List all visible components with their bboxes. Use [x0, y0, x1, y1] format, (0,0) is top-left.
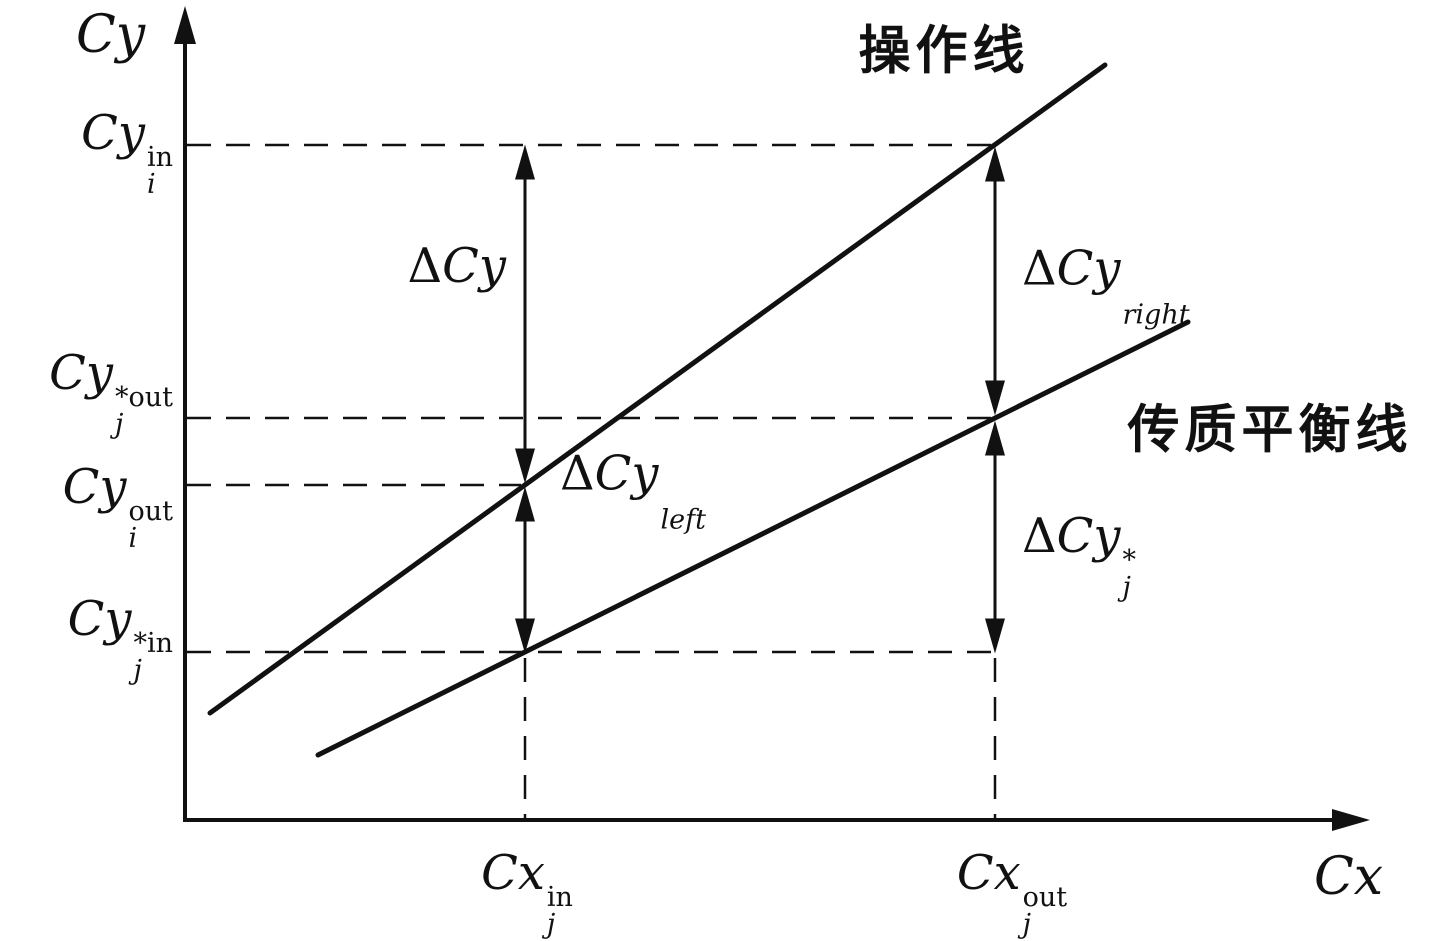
- xtick-cx-j-in-base: Cx: [481, 845, 545, 901]
- delta-cy-left-arrow-bottom-head-icon: [515, 618, 535, 654]
- ytick-cy-j-star-in-sub: j: [133, 655, 142, 686]
- operating-line-label: 操作线: [858, 21, 1030, 82]
- annotation-delta-cy-left-sub: left: [660, 504, 706, 536]
- annotation-delta-cy-j-star-scripts: *j: [1123, 547, 1137, 601]
- delta-cy-right-arrow-top-head-icon: [985, 146, 1005, 182]
- y-axis-arrowhead-icon: [174, 6, 196, 44]
- delta-cy-right-arrow-bottom-head-icon: [985, 380, 1005, 416]
- ytick-cy-j-star-in-sup: *in: [133, 628, 173, 659]
- annotation-delta-cy-right-base: Cy: [1056, 240, 1121, 297]
- ytick-cy-j-star-out-base: Cy: [49, 345, 113, 401]
- delta-cy-arrow-top-head-icon: [515, 144, 535, 180]
- annotation-delta-cy-left-scripts: left: [661, 480, 706, 534]
- x-axis-label: Cx: [1314, 850, 1383, 905]
- delta-cy-left-arrow: [515, 486, 535, 654]
- xtick-cx-j-in-sup: in: [546, 882, 573, 913]
- ytick-cy-i-out-sup: out: [128, 496, 174, 527]
- annotation-delta-cy-right-sub: right: [1122, 299, 1190, 331]
- delta-cy-right-arrow: [985, 146, 1005, 416]
- x-axis-arrowhead-icon: [1332, 809, 1370, 831]
- annotation-delta-cy-base: Cy: [442, 238, 506, 294]
- annotation-delta-cy-j-star: ΔCy*j: [1022, 511, 1136, 601]
- annotation-delta-cy-j-star-sub: j: [1122, 572, 1131, 603]
- ytick-cy-i-out-base: Cy: [62, 459, 127, 515]
- annotation-delta-cy-right-delta: Δ: [1022, 240, 1057, 297]
- y-axis-label: Cy: [76, 8, 145, 63]
- annotation-delta-cy-right-scripts: right: [1123, 275, 1190, 329]
- ytick-cy-i-in-sub: i: [146, 169, 156, 200]
- equilibrium-line-label: 传质平衡线: [1127, 400, 1413, 461]
- xtick-cx-j-out-base: Cx: [956, 845, 1021, 901]
- annotation-delta-cy-left-base: Cy: [594, 445, 659, 502]
- ytick-cy-j-star-out-sub: j: [115, 409, 124, 440]
- delta-cy-arrow-bottom-head-icon: [515, 448, 535, 484]
- annotation-delta-cy-delta: Δ: [407, 238, 443, 294]
- delta-cy-j-star-arrow: [985, 420, 1005, 654]
- operating-line: [207, 62, 1108, 716]
- y-axis-label-text: Cy: [76, 5, 146, 65]
- ytick-cy-i-out-sub: i: [128, 523, 138, 554]
- xtick-cx-j-out-sup: out: [1022, 882, 1068, 913]
- xtick-cx-j-out-sub: j: [1022, 909, 1032, 940]
- ytick-cy-j-star-out-sup: *out: [115, 382, 173, 413]
- delta-cy-j-star-arrow-top-head-icon: [985, 420, 1005, 456]
- equilibrium-line: [315, 319, 1191, 758]
- ytick-cy-i-in-base: Cy: [81, 105, 145, 161]
- annotation-delta-cy-j-star-base: Cy: [1056, 508, 1121, 564]
- annotation-delta-cy-j-star-delta: Δ: [1022, 508, 1057, 564]
- annotation-delta-cy-j-star-sup: *: [1122, 545, 1137, 576]
- delta-cy-arrow: [515, 144, 535, 484]
- delta-cy-left-arrow-top-head-icon: [515, 486, 535, 522]
- annotation-delta-cy-left-delta: Δ: [560, 445, 595, 502]
- annotation-delta-cy: ΔCy: [407, 241, 508, 299]
- xtick-cx-j-in-sub: j: [546, 909, 556, 940]
- x-axis-label-text: Cx: [1314, 847, 1384, 907]
- ytick-cy-j-star-in-base: Cy: [67, 591, 132, 647]
- delta-cy-j-star-arrow-bottom-head-icon: [985, 618, 1005, 654]
- ytick-cy-i-in-sup: in: [146, 142, 173, 173]
